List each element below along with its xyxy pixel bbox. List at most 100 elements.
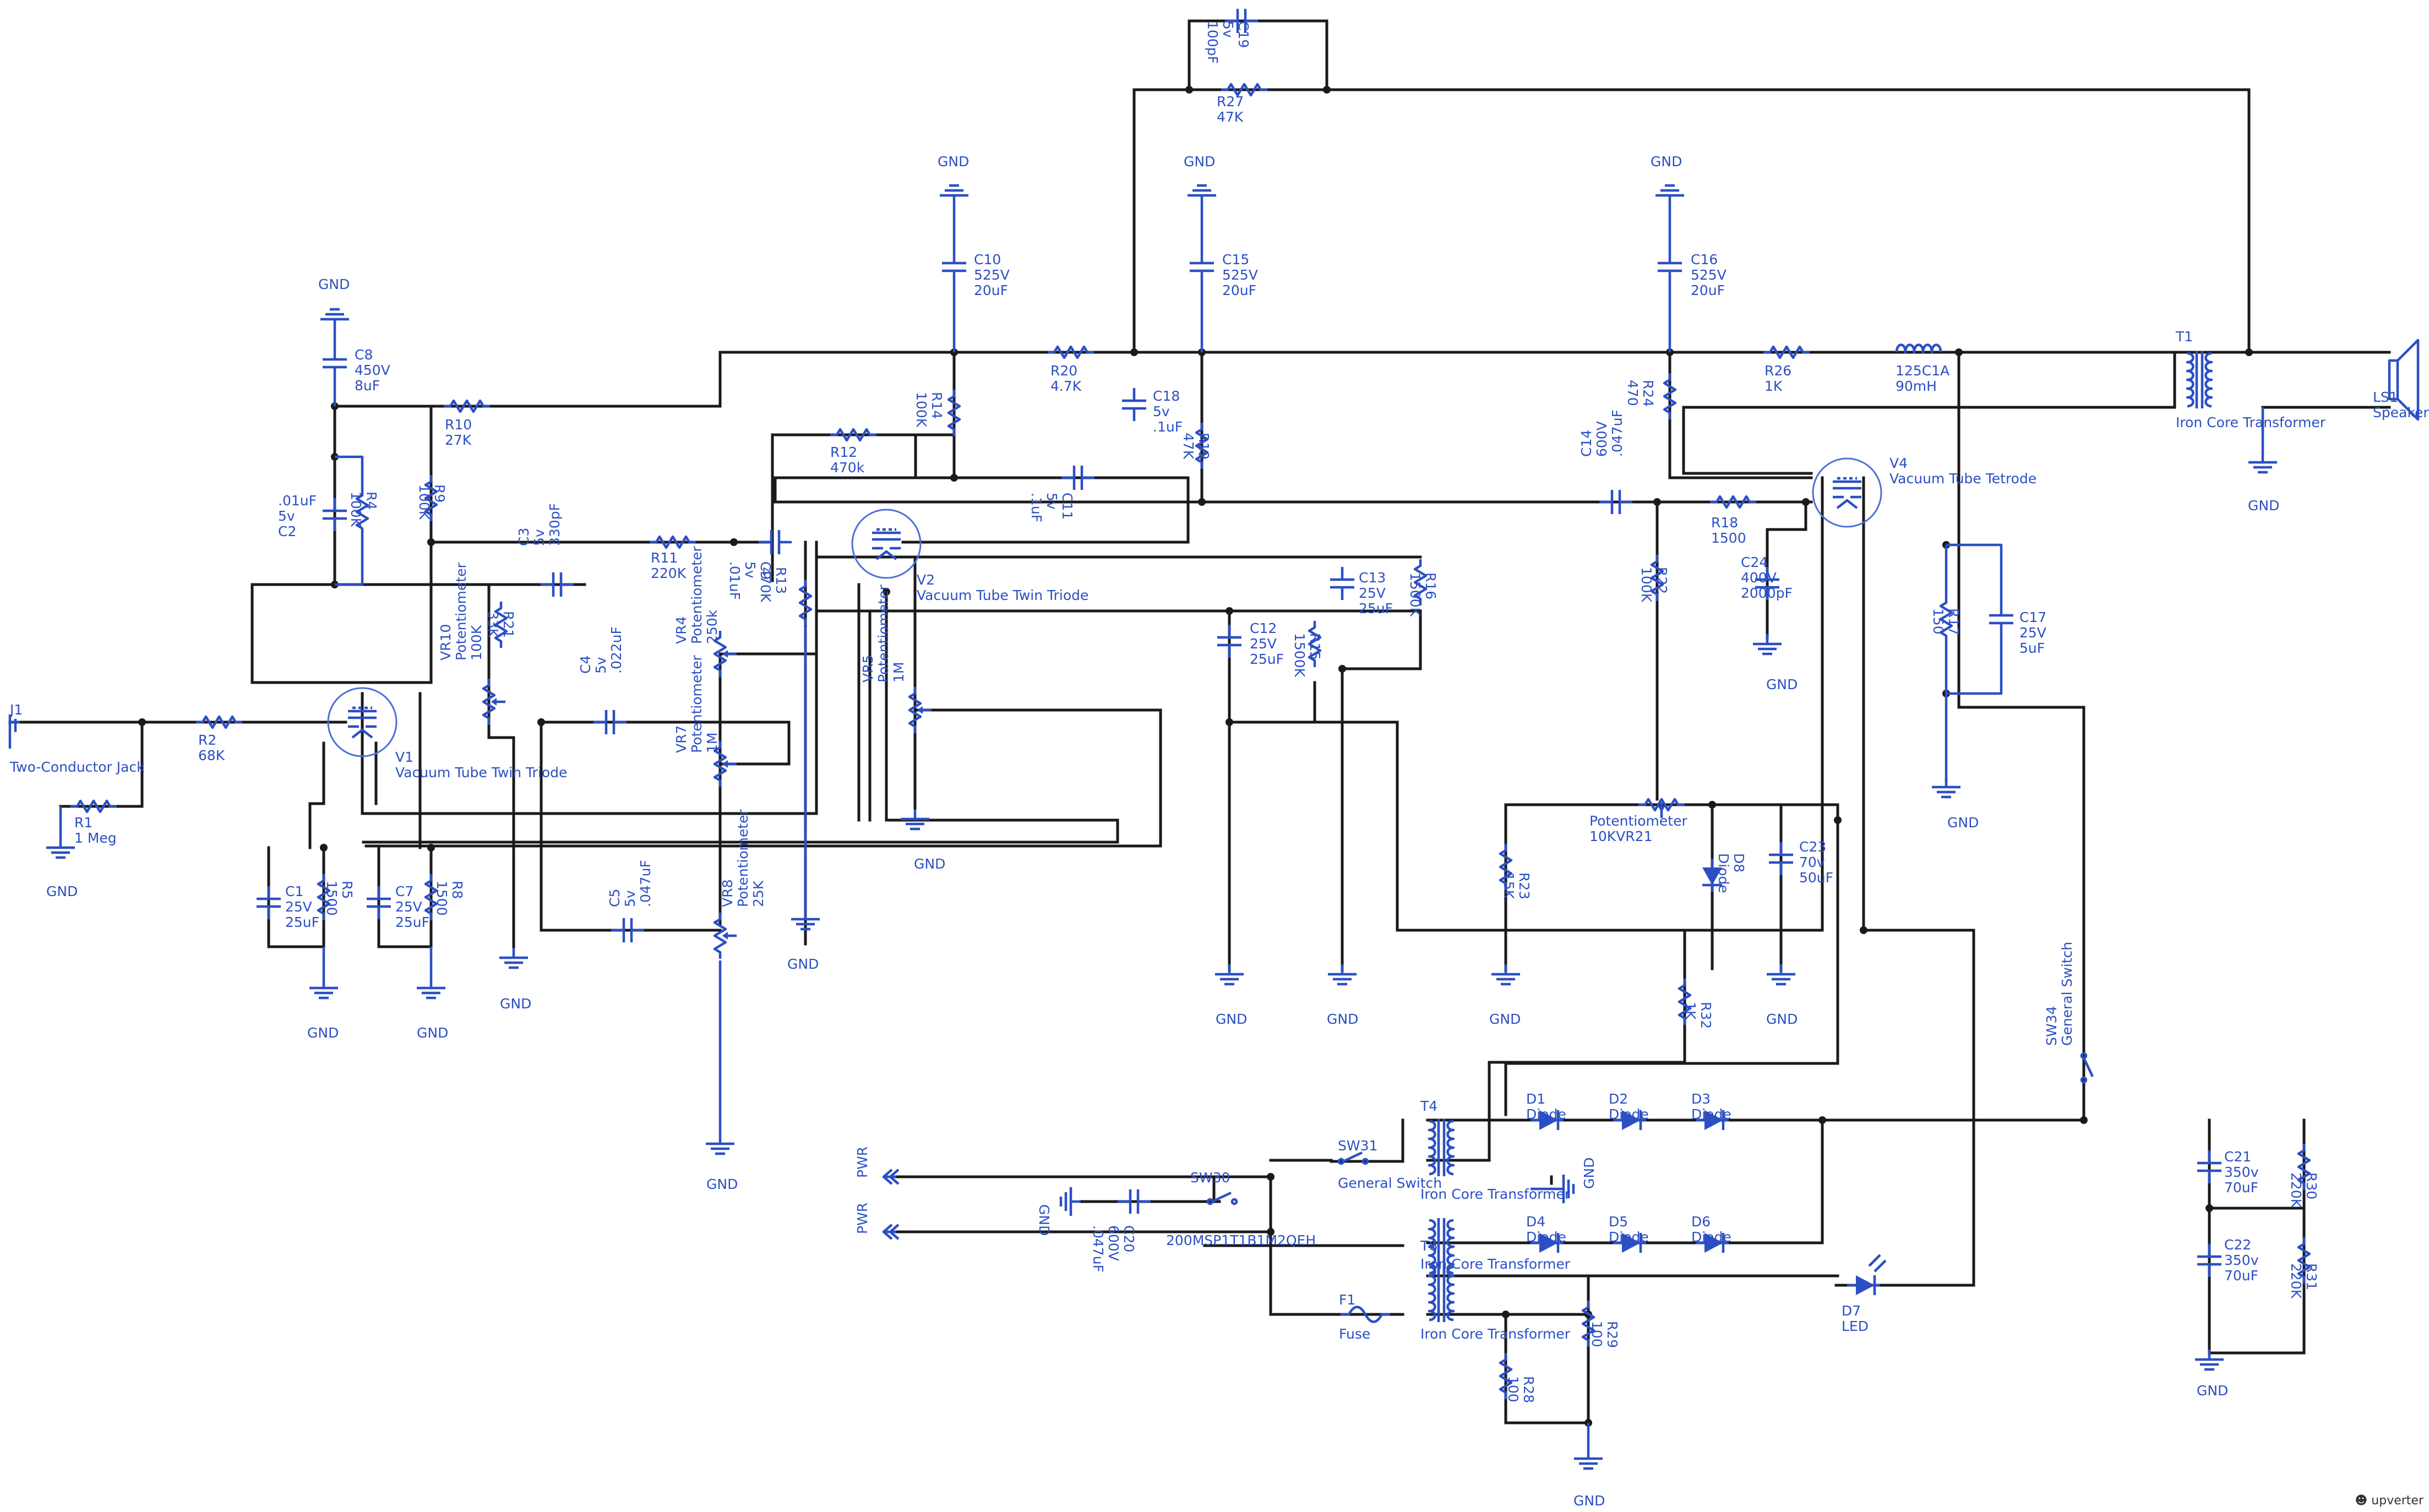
label-r24: R24470 (1625, 380, 1656, 407)
junctions (138, 86, 2253, 1427)
label-gnd-t1: GND (2248, 498, 2279, 514)
fuse-f1 (1341, 1306, 1390, 1323)
label-vr7: VR7Potentiometer1M (673, 655, 720, 753)
label-sw34: SW34General Switch (2044, 942, 2075, 1046)
switch-sw30 (1208, 1193, 1237, 1204)
label-gnd-c21: GND (2197, 1383, 2228, 1399)
ground-symbol (2248, 452, 2277, 472)
capacitor-c8 (323, 347, 347, 380)
label-gnd-r23: GND (1489, 1011, 1521, 1027)
label-pwr1: PWR (854, 1147, 870, 1178)
label-gnd-r13: GND (787, 956, 819, 972)
symbols (8, 9, 2420, 1469)
wire-net (8, 19, 2391, 1424)
transformer-t1 (2187, 351, 2212, 408)
capacitor-c15 (1190, 250, 1214, 283)
potentiometer-vr8 (715, 913, 737, 959)
label-vr8: VR8Potentiometer25K (720, 809, 766, 907)
label-sw31lbl: General Switch (1338, 1175, 1442, 1191)
label-r14: R14100K (913, 392, 945, 428)
label-f1lbl: Fuse (1339, 1326, 1370, 1342)
label-r16: R161500K (1407, 572, 1439, 617)
label-c11: C115v.1uF (1028, 493, 1075, 522)
label-r9: R9100K (416, 484, 448, 520)
label-vr10: VR10Potentiometer100K (438, 563, 484, 661)
label-r13: R13470K (758, 567, 789, 603)
power-port-2 (882, 1224, 900, 1240)
label-pwr2: PWR (854, 1203, 870, 1234)
label-r31: R31220K (2288, 1263, 2319, 1299)
ground-symbol (901, 809, 929, 829)
label-r32: R321K (1682, 1002, 1714, 1029)
capacitor-c18 (1122, 388, 1146, 421)
label-gnd-c7: GND (417, 1025, 448, 1041)
label-c4: C45v.022uF (578, 626, 624, 674)
label-r28: R28100 (1505, 1376, 1537, 1403)
label-r8: R81500 (434, 881, 465, 916)
ground-symbol (1932, 777, 1960, 797)
ground-symbol (1328, 964, 1357, 984)
capacitor-c9 (759, 530, 792, 554)
label-sw30: SW30 (1190, 1170, 1230, 1186)
label-r22: R22100K (1638, 567, 1670, 603)
label-j1: J1 (9, 702, 23, 718)
label-r21: R2133K (485, 611, 516, 638)
potentiometer-vr10 (483, 679, 505, 725)
label-gnd-c24: GND (1766, 676, 1798, 692)
ground-symbol (309, 978, 338, 998)
jack-j1 (8, 714, 20, 749)
ground-symbol (1188, 185, 1216, 205)
label-c14: C14600V.047uF (1578, 410, 1625, 457)
label-gnd-r28: GND (1573, 1493, 1605, 1509)
ground-symbol (940, 185, 968, 205)
label-gnd-vr8: GND (706, 1176, 738, 1192)
label-t6lbl: Iron Core Transformer (1420, 1256, 1571, 1272)
label-gnd-c20: GND (1036, 1204, 1052, 1236)
capacitor-c17 (1989, 603, 2013, 636)
potentiometer-vr5 (909, 687, 932, 733)
label-sw31: SW31 (1338, 1138, 1377, 1154)
capacitor-c10 (942, 250, 966, 283)
label-gnd-c12: GND (1216, 1011, 1247, 1027)
power-port-1 (882, 1169, 900, 1185)
transformer-t4 (1429, 1119, 1453, 1176)
capacitor-c16 (1658, 250, 1682, 283)
label-r15: R151500K (1292, 633, 1323, 678)
inductor-l1 (1895, 343, 1942, 354)
ground-symbol (1574, 1449, 1603, 1469)
label-f1: F1 (1339, 1292, 1355, 1308)
label-d8: D8Diode (1715, 853, 1747, 893)
label-c3: C35v330pF (516, 503, 563, 546)
label-t1lbl: Iron Core Transformer (2176, 414, 2326, 430)
label-r5: R51500 (324, 881, 355, 916)
label-vr5: VR5Potentiometer1M (860, 585, 907, 683)
label-r29: R29100 (1589, 1321, 1620, 1348)
label-gnd-v2: GND (914, 856, 945, 872)
label-t6: T6 (1420, 1238, 1437, 1254)
label-r4: R4100K (348, 492, 379, 527)
